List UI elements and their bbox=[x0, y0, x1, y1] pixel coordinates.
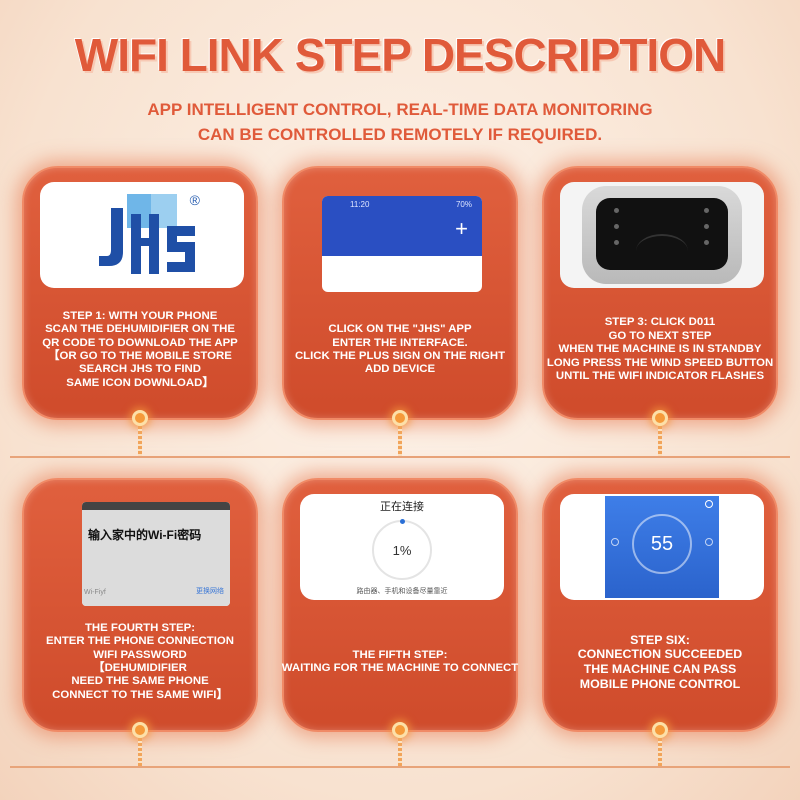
wifi-password-screenshot: 输入家中的Wi-Fi密码 Wi-Fiyf 更换网络 bbox=[82, 502, 230, 606]
step-4-line: CONNECT TO THE SAME WIFI】 bbox=[52, 688, 228, 701]
step-4-line: WIFI PASSWORD bbox=[93, 648, 187, 661]
panel-button-dot bbox=[614, 208, 619, 213]
step-1-line: SEARCH JHS TO FIND bbox=[79, 363, 201, 376]
connector-stem bbox=[398, 426, 402, 456]
step-4-text: THE FOURTH STEP: ENTER THE PHONE CONNECT… bbox=[30, 608, 250, 716]
app-header-bar: 11:20 70% + bbox=[322, 196, 482, 256]
step-6-text: STEP SIX: CONNECTION SUCCEEDED THE MACHI… bbox=[550, 608, 770, 716]
registered-mark: ® bbox=[189, 192, 200, 208]
dehumidifier-body bbox=[582, 186, 742, 284]
row2-divider-line bbox=[10, 766, 790, 768]
connector-dot bbox=[132, 410, 148, 426]
progress-indicator-dot bbox=[400, 519, 405, 524]
step-3-text: STEP 3: CLICK D011 GO TO NEXT STEP WHEN … bbox=[546, 296, 774, 404]
step-2-text: CLICK ON THE "JHS" APP ENTER THE INTERFA… bbox=[290, 296, 510, 404]
panel-button-dot bbox=[704, 240, 709, 245]
connector-stem bbox=[658, 426, 662, 456]
step-2-line: CLICK THE PLUS SIGN ON THE RIGHT bbox=[294, 350, 506, 362]
connector-dot bbox=[392, 410, 408, 426]
step-1-line: SAME ICON DOWNLOAD】 bbox=[66, 376, 214, 389]
app-control-screenshot: 55 bbox=[560, 494, 764, 600]
plus-icon[interactable] bbox=[705, 538, 713, 546]
step-3-line: STEP 3: CLICK D011 bbox=[604, 316, 716, 329]
step-1-text: STEP 1: WITH YOUR PHONE SCAN THE DEHUMID… bbox=[30, 296, 250, 404]
step-2-line: CLICK ON THE "JHS" APP bbox=[328, 323, 472, 336]
jhs-logo-icon bbox=[99, 194, 195, 274]
step-4-line: NEED THE SAME PHONE bbox=[71, 675, 209, 688]
step-card-2: 11:20 70% + CLICK ON THE "JHS" APP ENTER… bbox=[282, 166, 518, 420]
dialog-top-bar bbox=[82, 502, 230, 510]
app-control-screen: 55 bbox=[605, 496, 719, 598]
panel-button-dot bbox=[704, 224, 709, 229]
step-1-line: SCAN THE DEHUMIDIFIER ON THE bbox=[45, 323, 235, 336]
step-1-line: 【OR GO TO THE MOBILE STORE bbox=[48, 350, 232, 362]
step-2-line: ENTER THE INTERFACE. bbox=[332, 336, 468, 349]
wifi-dialog-title: 输入家中的Wi-Fi密码 bbox=[88, 528, 202, 542]
step-5-line: WAITING FOR THE MACHINE TO CONNECT bbox=[281, 662, 519, 674]
app-home-screenshot: 11:20 70% + bbox=[322, 196, 482, 292]
step-6-line: MOBILE PHONE CONTROL bbox=[579, 676, 741, 691]
panel-button-dot bbox=[614, 224, 619, 229]
control-panel bbox=[596, 198, 728, 270]
change-network-link[interactable]: 更换网络 bbox=[196, 588, 224, 595]
step-4-line: 【DEHUMIDIFIER bbox=[93, 662, 187, 674]
page-title: WIFI LINK STEP DESCRIPTION bbox=[74, 29, 726, 81]
step-card-6: 55 STEP SIX: CONNECTION SUCCEEDED THE MA… bbox=[542, 478, 778, 732]
humidity-value: 55 bbox=[650, 532, 674, 555]
row1-divider-line bbox=[10, 456, 790, 458]
subtitle-line-1: APP INTELLIGENT CONTROL, REAL-TIME DATA … bbox=[147, 100, 653, 119]
connector-stem bbox=[398, 738, 402, 766]
add-device-plus-icon[interactable]: + bbox=[455, 216, 468, 241]
connecting-note: 路由器、手机和设备尽量靠近 bbox=[356, 588, 448, 595]
step-3-line: WHEN THE MACHINE IS IN STANDBY bbox=[558, 343, 762, 356]
connector-stem bbox=[658, 738, 662, 766]
status-time: 11:20 bbox=[350, 200, 370, 209]
battery-level: 70% bbox=[455, 200, 472, 209]
jhs-app-logo-image: ® bbox=[40, 182, 244, 288]
step-5-line: THE FIFTH STEP: bbox=[352, 648, 448, 661]
step-card-1: ® STEP 1: WITH YOUR PHONE SCAN THE DEHUM… bbox=[22, 166, 258, 420]
step-4-line: THE FOURTH STEP: bbox=[84, 621, 196, 634]
connecting-title: 正在连接 bbox=[380, 501, 424, 513]
connecting-screenshot: 正在连接 1% 路由器、手机和设备尽量靠近 bbox=[300, 494, 504, 600]
panel-button-dot bbox=[704, 208, 709, 213]
step-card-5: 正在连接 1% 路由器、手机和设备尽量靠近 THE FIFTH STEP: WA… bbox=[282, 478, 518, 732]
wifi-network-name: Wi-Fiyf bbox=[84, 589, 106, 596]
step-2-line: ADD DEVICE bbox=[364, 363, 436, 376]
step-card-4: 输入家中的Wi-Fi密码 Wi-Fiyf 更换网络 THE FOURTH STE… bbox=[22, 478, 258, 732]
step-3-line: GO TO NEXT STEP bbox=[608, 329, 712, 342]
step-3-line: LONG PRESS THE WIND SPEED BUTTON bbox=[546, 356, 774, 369]
connector-dot bbox=[652, 410, 668, 426]
dehumidifier-image bbox=[560, 182, 764, 288]
step-5-text: THE FIFTH STEP: WAITING FOR THE MACHINE … bbox=[282, 608, 518, 716]
step-6-line: CONNECTION SUCCEEDED bbox=[577, 647, 743, 662]
status-bar: 11:20 70% bbox=[350, 200, 472, 209]
connector-dot bbox=[652, 722, 668, 738]
step-3-line: UNTIL THE WIFI INDICATOR FLASHES bbox=[555, 370, 765, 383]
connector-stem bbox=[138, 738, 142, 766]
progress-percent: 1% bbox=[392, 542, 412, 558]
fan-grill bbox=[636, 234, 688, 268]
step-card-3: STEP 3: CLICK D011 GO TO NEXT STEP WHEN … bbox=[542, 166, 778, 420]
humidity-dial: 55 bbox=[632, 514, 692, 574]
connector-dot bbox=[132, 722, 148, 738]
wifi-dialog: 输入家中的Wi-Fi密码 Wi-Fiyf 更换网络 bbox=[82, 502, 230, 606]
panel-button-dot bbox=[614, 240, 619, 245]
subtitle-line-2: CAN BE CONTROLLED REMOTELY IF REQUIRED. bbox=[197, 125, 603, 144]
progress-ring: 1% bbox=[372, 519, 432, 580]
connector-dot bbox=[392, 722, 408, 738]
step-1-line: STEP 1: WITH YOUR PHONE bbox=[62, 309, 218, 322]
step-4-line: ENTER THE PHONE CONNECTION bbox=[46, 635, 234, 648]
step-6-line: STEP SIX: bbox=[630, 632, 690, 647]
power-icon[interactable] bbox=[705, 500, 713, 508]
step-6-line: THE MACHINE CAN PASS bbox=[583, 662, 737, 676]
step-1-line: QR CODE TO DOWNLOAD THE APP bbox=[42, 336, 238, 349]
minus-icon[interactable] bbox=[611, 538, 619, 546]
connector-stem bbox=[138, 426, 142, 456]
